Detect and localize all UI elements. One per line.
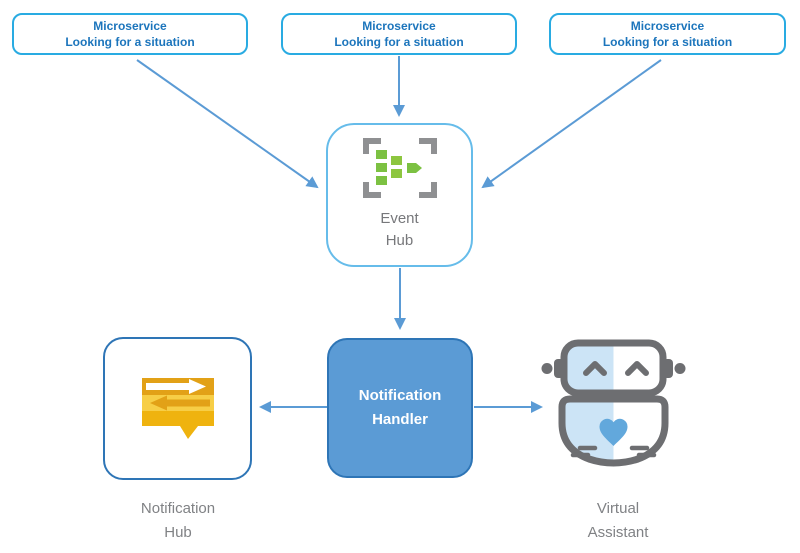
notification-hub-node [103, 337, 252, 480]
microservice-node-3: Microservice Looking for a situation [549, 13, 786, 55]
robot-eye-right [625, 361, 649, 376]
microservice-title: Microservice [362, 19, 436, 33]
event-hub-icon [362, 138, 437, 198]
microservice-subtitle: Looking for a situation [334, 35, 464, 49]
virtual-assistant-label: Virtual Assistant [587, 500, 649, 541]
arrow-microservice3-to-eventhub [481, 59, 662, 189]
notification-handler-node: Notification Handler [327, 338, 473, 478]
handler-label-line2: Handler [372, 411, 428, 428]
virtual-assistant-robot-icon [541, 339, 686, 467]
notification-hub-label: Notification Hub [140, 500, 216, 541]
event-hub-node: Event Hub [326, 123, 473, 267]
microservice-subtitle: Looking for a situation [65, 35, 195, 49]
robot-heart-icon [599, 418, 628, 446]
event-hub-label: Event Hub [380, 210, 419, 249]
arrow-microservice1-to-eventhub [136, 59, 319, 189]
notification-hub-icon [141, 377, 214, 439]
microservice-title: Microservice [630, 19, 705, 33]
robot-eye-left [583, 361, 607, 376]
microservice-node-2: Microservice Looking for a situation [281, 13, 517, 55]
microservice-title: Microservice [93, 19, 167, 33]
handler-label-line1: Notification [358, 387, 442, 404]
microservice-node-1: Microservice Looking for a situation [12, 13, 248, 55]
microservice-subtitle: Looking for a situation [602, 35, 733, 49]
